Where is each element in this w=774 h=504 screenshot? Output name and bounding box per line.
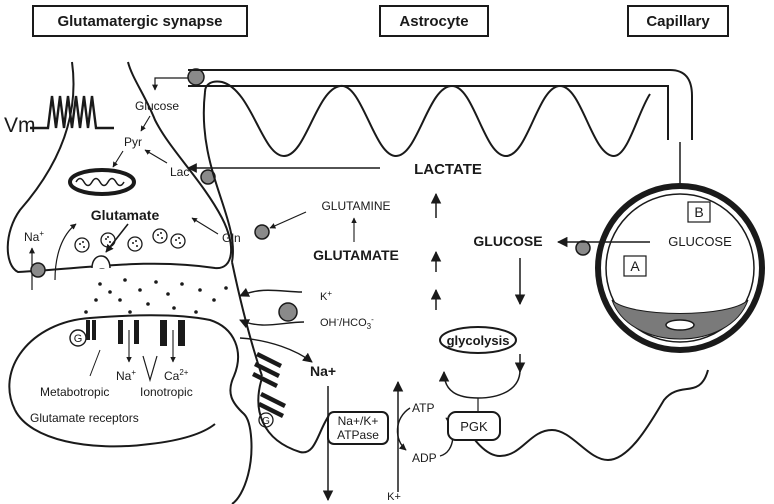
svg-text:Glutamatergic synapse: Glutamatergic synapse [57,13,222,30]
neuron-glutamate-label: Glutamate [91,207,160,223]
astrocyte-glutamate-label: GLUTAMATE [313,247,399,263]
header-capillary: Capillary [627,5,729,37]
atp-to-adp-arrow [396,407,411,451]
pgk-label: PGK [460,419,488,434]
g-protein-1-label: G [74,333,83,345]
glutamine-export-arrow [269,211,307,229]
header-astrocyte: Astrocyte [379,5,489,37]
postsynaptic-lower-outline [14,409,216,448]
astrocyte-glucose-label: GLUCOSE [473,233,542,249]
na-k-atpase-box [327,411,389,445]
ionotropic-receptor-1 [118,320,139,344]
svg-text:Vm: Vm [4,114,36,137]
svg-text:Astrocyte: Astrocyte [399,13,468,30]
oh-hco3-label: OH-/HCO3- [320,315,374,331]
k-label: K+ [320,289,332,303]
mitochondrion [68,168,136,196]
astrocyte-inner-edge [188,85,669,140]
atp-label: ATP [412,401,434,415]
glycolysis-loop-arrow [438,369,521,399]
label-a-box [623,255,647,277]
lactate-label: LACTATE [414,161,482,178]
pyr-to-mitochondrion-arrow [112,150,124,168]
glucose-to-pyr-arrow [140,115,151,132]
g-protein-1 [69,329,87,347]
header-synapse: Glutamatergic synapse [32,5,248,37]
metabotropic-receptor [86,320,96,340]
label-a: A [630,258,640,274]
metabotropic-leader [89,349,101,377]
capillary-glucose-label: GLUCOSE [668,234,732,249]
neuron-pyr-label: Pyr [124,135,142,149]
gln-to-glutamate-arrow [191,217,219,235]
k-bottom-label: K+ [387,491,401,503]
neuron-na-label: Na+ [24,229,44,244]
pgk-box [447,411,501,441]
astrocyte-receptor-stack [252,352,286,418]
svg-text:Capillary: Capillary [646,13,710,30]
metabotropic-label: Metabotropic [40,385,109,399]
glucose-transporter-astrocyte [575,240,591,256]
presynaptic-terminal-outline [6,61,233,274]
ionotropic-receptor-2 [160,320,185,346]
recycle-arrow [54,223,77,281]
postsynaptic-ca-label: Ca2+ [164,368,189,383]
oh-exchange-arrow [239,319,305,329]
glutamate-to-vesicle-arrow [105,223,129,253]
postsynaptic-na-label: Na+ [116,368,136,383]
astrocyte-na-label: Na+ [310,363,336,379]
vesicle-dots [79,232,181,248]
capillary [595,183,765,353]
label-b-box [687,201,711,223]
lac-to-pyr-arrow [144,149,168,164]
glycolysis-node [439,326,517,354]
na-influx-astrocyte-arrow [239,337,313,363]
adp-label: ADP [412,451,437,465]
ionotropic-bracket [142,355,158,383]
glutamate-transporter-astrocyte [254,224,270,240]
vm-trace: Vm [4,95,114,137]
label-b: B [694,204,703,220]
glutamine-label: GLUTAMINE [321,199,390,213]
released-glutamate-dots [84,278,228,314]
release-site [91,255,111,269]
na-k-atpase-line2: ATPase [337,428,379,442]
glycolysis-label: glycolysis [447,333,510,348]
ionotropic-label: Ionotropic [140,385,193,399]
na-k-atpase-line1: Na+/K+ [338,414,379,428]
g-protein-2-label: G [262,416,270,427]
glucose-uptake-arrow [152,77,188,91]
neuron-glucose-label: Glucose [135,99,179,113]
glucose-transporter [187,68,205,86]
postsynaptic-outline [8,314,253,504]
na-transporter-neuron [30,262,46,278]
na-glutamate-cotransporter [278,302,298,322]
k-exchange-arrow [239,287,303,297]
glutamate-receptors-label: Glutamate receptors [30,411,139,425]
neuron-lac-label: Lac [170,165,189,179]
synaptic-vesicles [74,228,186,269]
